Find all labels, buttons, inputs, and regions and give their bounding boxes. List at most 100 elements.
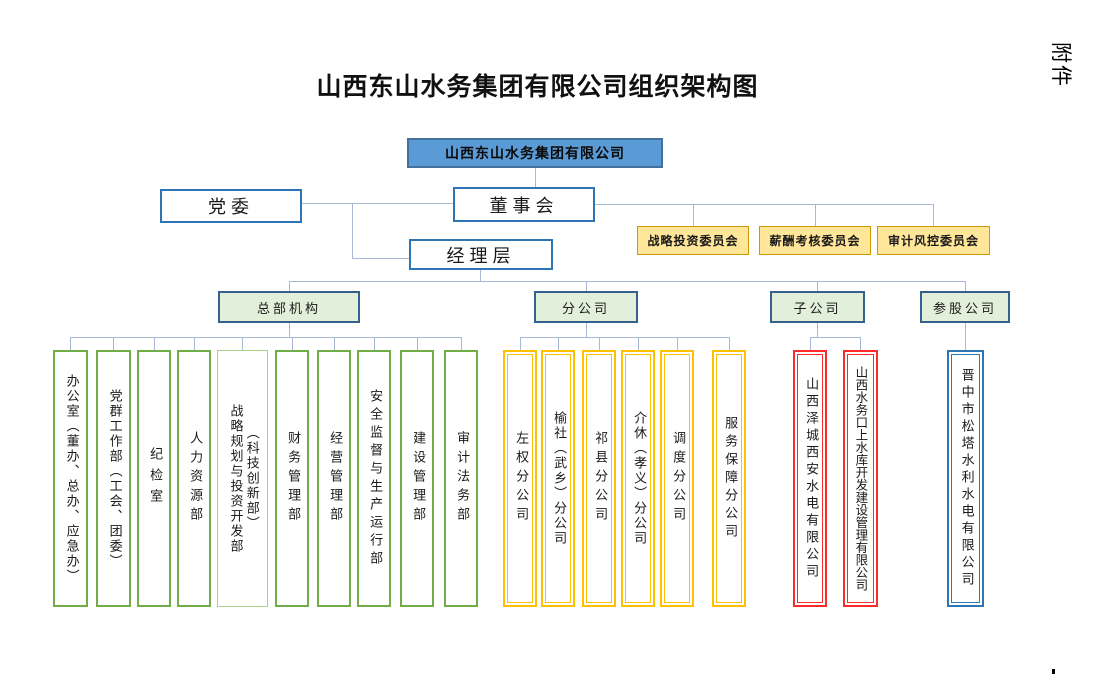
subsidiary-label: 山西泽城西安水电有限公司 bbox=[803, 376, 819, 581]
connector-line bbox=[535, 168, 536, 187]
connector-line bbox=[289, 323, 290, 337]
branch-box-zuoquan: 左权分公司 bbox=[503, 350, 537, 607]
connector-line bbox=[810, 337, 811, 350]
connector-line bbox=[677, 337, 678, 350]
dept-box-finance-management: 财务管理部 bbox=[275, 350, 309, 607]
page-corner-mark bbox=[1052, 669, 1055, 674]
connector-line bbox=[558, 337, 559, 350]
connector-line bbox=[352, 203, 353, 258]
dept-label: 安全监督与生产运行部 bbox=[367, 388, 383, 569]
strategic-investment-committee-box: 战略投资委员会 bbox=[637, 226, 749, 255]
committee-label: 审计风控委员会 bbox=[887, 234, 979, 248]
branch-label: 调度分公司 bbox=[670, 431, 686, 526]
dept-label: 建设管理部 bbox=[410, 431, 426, 526]
group-header-branch-companies: 分公司 bbox=[534, 291, 638, 323]
connector-line bbox=[933, 204, 934, 226]
group-header-equity-companies: 参股公司 bbox=[920, 291, 1010, 323]
management-layer-box: 经理层 bbox=[409, 239, 553, 270]
connector-line bbox=[595, 204, 933, 205]
connector-line bbox=[70, 337, 71, 350]
dept-box-party-mass-work: 党群工作部（工会、团委） bbox=[96, 350, 131, 607]
connector-line bbox=[154, 337, 155, 350]
dept-label: 战略规划与投资开发部 bbox=[227, 403, 243, 554]
connector-line bbox=[520, 337, 521, 350]
management-layer-label: 经理层 bbox=[446, 245, 516, 267]
group-header-label: 参股公司 bbox=[932, 301, 997, 317]
connector-line bbox=[194, 337, 195, 350]
branch-label: 榆社（武乡）分公司 bbox=[551, 411, 567, 546]
connector-line bbox=[586, 281, 587, 291]
branch-label: 服务保障分公司 bbox=[722, 415, 738, 542]
group-header-label: 分公司 bbox=[561, 301, 610, 317]
branch-label: 左权分公司 bbox=[513, 431, 529, 526]
connector-line bbox=[729, 337, 730, 350]
salary-assessment-committee-box: 薪酬考核委员会 bbox=[759, 226, 871, 255]
dept-box-operation-management: 经营管理部 bbox=[317, 350, 351, 607]
attachment-label-text: 附件 bbox=[1049, 42, 1073, 88]
connector-line bbox=[374, 337, 375, 350]
connector-line bbox=[292, 337, 293, 350]
connector-line bbox=[638, 337, 639, 350]
root-company-label: 山西东山水务集团有限公司 bbox=[445, 146, 625, 162]
connector-line bbox=[817, 281, 818, 291]
connector-line bbox=[417, 337, 418, 350]
attachment-label: 附件 bbox=[1038, 28, 1086, 102]
dept-label: 党群工作部（工会、团委） bbox=[106, 388, 122, 569]
connector-line bbox=[693, 204, 694, 226]
page-title: 山西东山水务集团有限公司组织架构图 bbox=[316, 72, 759, 101]
dept-label: 纪检室 bbox=[147, 447, 163, 510]
dept-label: 财务管理部 bbox=[285, 431, 301, 526]
connector-line bbox=[815, 204, 816, 226]
connector-line bbox=[965, 323, 966, 350]
connector-line bbox=[334, 337, 335, 350]
dept-label: 经营管理部 bbox=[327, 431, 343, 526]
equity-box-songta-hydropower: 晋中市松塔水利水电有限公司 bbox=[947, 350, 984, 607]
dept-box-audit-legal: 审计法务部 bbox=[444, 350, 478, 607]
group-header-label: 总部机构 bbox=[256, 301, 321, 317]
branch-box-jiexiu-xiaoyi: 介休（孝义）分公司 bbox=[621, 350, 655, 607]
connector-line bbox=[70, 337, 461, 338]
committee-label: 薪酬考核委员会 bbox=[769, 234, 861, 248]
connector-line bbox=[352, 258, 409, 259]
committee-label: 战略投资委员会 bbox=[647, 234, 739, 248]
equity-label: 晋中市松塔水利水电有限公司 bbox=[958, 368, 974, 589]
branch-box-diaodu: 调度分公司 bbox=[660, 350, 694, 607]
dept-label: 办公室（董办、总办、应急办） bbox=[63, 373, 79, 584]
branch-box-yushe-wuxiang: 榆社（武乡）分公司 bbox=[541, 350, 575, 607]
connector-line bbox=[817, 323, 818, 337]
audit-risk-committee-box: 审计风控委员会 bbox=[877, 226, 990, 255]
board-of-directors-box: 董事会 bbox=[453, 187, 595, 222]
group-header-subsidiaries: 子公司 bbox=[770, 291, 865, 323]
root-company-box: 山西东山水务集团有限公司 bbox=[407, 138, 663, 168]
connector-line bbox=[461, 337, 462, 350]
dept-box-strategic-planning-investment: 战略规划与投资开发部 （科技创新部） bbox=[217, 350, 268, 607]
branch-label: 介休（孝义）分公司 bbox=[631, 411, 647, 546]
subsidiary-box-koushang-reservoir: 山西水务口上水库开发建设管理有限公司 bbox=[843, 350, 878, 607]
dept-box-construction-management: 建设管理部 bbox=[400, 350, 434, 607]
group-header-headquarters: 总部机构 bbox=[218, 291, 360, 323]
dept-sublabel: （科技创新部） bbox=[243, 426, 259, 531]
subsidiary-label: 山西水务口上水库开发建设管理有限公司 bbox=[853, 366, 869, 591]
group-header-label: 子公司 bbox=[793, 301, 842, 317]
connector-line bbox=[289, 281, 965, 282]
branch-label: 祁县分公司 bbox=[592, 431, 608, 526]
dept-label: 人力资源部 bbox=[187, 431, 203, 526]
connector-line bbox=[302, 203, 453, 204]
dept-box-safety-production: 安全监督与生产运行部 bbox=[357, 350, 391, 607]
board-of-directors-label: 董事会 bbox=[489, 195, 559, 217]
connector-line bbox=[965, 281, 966, 291]
connector-line bbox=[480, 270, 481, 281]
branch-box-service-support: 服务保障分公司 bbox=[712, 350, 746, 607]
dept-box-discipline-inspection: 纪检室 bbox=[137, 350, 171, 607]
branch-box-qixian: 祁县分公司 bbox=[582, 350, 616, 607]
connector-line bbox=[113, 337, 114, 350]
connector-line bbox=[810, 337, 860, 338]
subsidiary-box-zecheng-xian-hydropower: 山西泽城西安水电有限公司 bbox=[793, 350, 827, 607]
connector-line bbox=[860, 337, 861, 350]
dept-box-human-resources: 人力资源部 bbox=[177, 350, 211, 607]
connector-line bbox=[242, 337, 243, 350]
dept-label: 审计法务部 bbox=[454, 431, 470, 526]
connector-line bbox=[586, 323, 587, 337]
connector-line bbox=[289, 281, 290, 291]
